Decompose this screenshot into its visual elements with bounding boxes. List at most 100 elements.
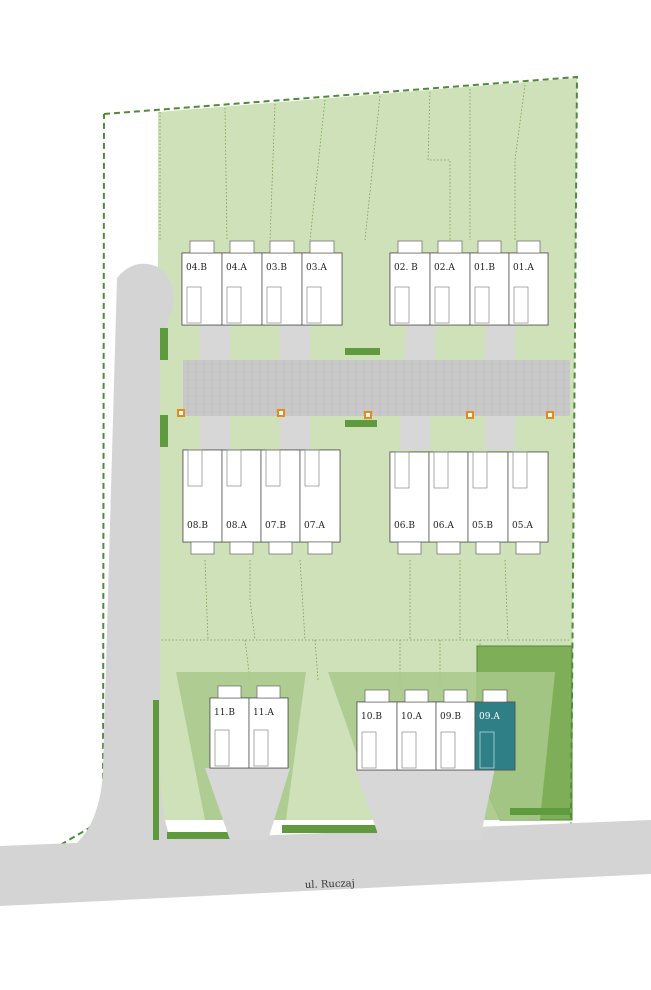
terrace-box (404, 689, 429, 703)
unit-03b[interactable]: 03.B (261, 240, 303, 326)
unit-footprint (474, 701, 516, 771)
unit-07b[interactable]: 07.B (260, 449, 301, 555)
entrance-outline (472, 451, 488, 489)
footpaths (200, 325, 515, 840)
entrance-outline (474, 286, 490, 324)
entrance-outline (186, 286, 202, 324)
unit-label: 05.B (472, 521, 493, 531)
entrance-outline (304, 449, 320, 487)
unit-05b[interactable]: 05.B (467, 451, 509, 555)
entrance-outline (513, 286, 529, 324)
entrance-outline (361, 731, 377, 769)
unit-label: 11.A (253, 708, 274, 718)
unit-label: 08.A (226, 521, 247, 531)
unit-footprint (221, 252, 263, 326)
terrace-box (269, 240, 295, 254)
orange-markers (177, 409, 554, 419)
entrance-outline (226, 286, 242, 324)
unit-label: 08.B (187, 521, 208, 531)
unit-01b[interactable]: 01.B (469, 240, 510, 326)
entrance-outline (394, 451, 410, 489)
unit-label: 04.B (186, 263, 207, 273)
unit-label: 07.A (304, 521, 325, 531)
unit-footprint (182, 449, 223, 543)
entrance-outline (433, 451, 449, 489)
entrance-outline (265, 449, 281, 487)
entrance-outline (226, 449, 242, 487)
unit-footprint (508, 252, 549, 326)
terrace-box (482, 689, 508, 703)
unit-footprint (507, 451, 549, 543)
unit-08b[interactable]: 08.B (182, 449, 223, 555)
hedges (153, 328, 570, 840)
unit-09a[interactable]: 09.A (474, 689, 516, 771)
terrace-box (229, 541, 254, 555)
unit-02b[interactable]: 02. B (389, 240, 431, 326)
unit-label: 01.A (513, 263, 534, 273)
unit-label: 07.B (265, 521, 286, 531)
entrance-outline (401, 731, 417, 769)
entrance-outline (306, 286, 322, 324)
unit-footprint (209, 697, 250, 769)
unit-label: 06.A (433, 521, 454, 531)
unit-11b[interactable]: 11.B (209, 685, 250, 769)
unit-06a[interactable]: 06.A (428, 451, 469, 555)
unit-09b[interactable]: 09.B (435, 689, 476, 771)
terrace-box (309, 240, 335, 254)
terrace-box (437, 240, 463, 254)
terrace-box (256, 685, 281, 699)
unit-label: 02. B (394, 263, 418, 273)
unit-footprint (261, 252, 303, 326)
terrace-box (515, 541, 541, 555)
terrace-box (443, 689, 468, 703)
entrance-outline (187, 449, 203, 487)
unit-11a[interactable]: 11.A (248, 685, 289, 769)
unit-label: 10.B (361, 712, 382, 722)
entrance-outline (214, 729, 230, 767)
unit-01a[interactable]: 01.A (508, 240, 549, 326)
unit-footprint (181, 252, 223, 326)
unit-footprint (396, 701, 437, 771)
unit-label: 01.B (474, 263, 495, 273)
unit-footprint (301, 252, 343, 326)
unit-05a[interactable]: 05.A (507, 451, 549, 555)
unit-07a[interactable]: 07.A (299, 449, 341, 555)
plot-lines (158, 84, 571, 690)
terrace-box (268, 541, 293, 555)
terrace-box (436, 541, 461, 555)
unit-10b[interactable]: 10.B (356, 689, 398, 771)
street-name: ul. Ruczaj (305, 878, 355, 891)
entrance-outline (253, 729, 269, 767)
unit-footprint (429, 252, 471, 326)
terrace-box (189, 240, 215, 254)
entrance-outline (479, 731, 495, 769)
terrace-box (364, 689, 390, 703)
terrace-box (397, 240, 423, 254)
entrance-outline (434, 286, 450, 324)
entrance-outline (266, 286, 282, 324)
unit-footprint (248, 697, 289, 769)
unit-label: 09.A (479, 712, 500, 722)
unit-04b[interactable]: 04.B (181, 240, 223, 326)
unit-label: 04.A (226, 263, 247, 273)
terrace-box (229, 240, 255, 254)
unit-10a[interactable]: 10.A (396, 689, 437, 771)
terrace-box (475, 541, 501, 555)
unit-label: 03.A (306, 263, 327, 273)
terrace-box (397, 541, 422, 555)
entrance-outline (440, 731, 456, 769)
unit-06b[interactable]: 06.B (389, 451, 430, 555)
unit-label: 10.A (401, 712, 422, 722)
unit-label: 06.B (394, 521, 415, 531)
unit-03a[interactable]: 03.A (301, 240, 343, 326)
terrace-box (307, 541, 333, 555)
unit-label: 02.A (434, 263, 455, 273)
unit-label: 09.B (440, 712, 461, 722)
unit-08a[interactable]: 08.A (221, 449, 262, 555)
unit-04a[interactable]: 04.A (221, 240, 263, 326)
unit-footprint (389, 451, 430, 543)
unit-02a[interactable]: 02.A (429, 240, 471, 326)
unit-footprint (356, 701, 398, 771)
